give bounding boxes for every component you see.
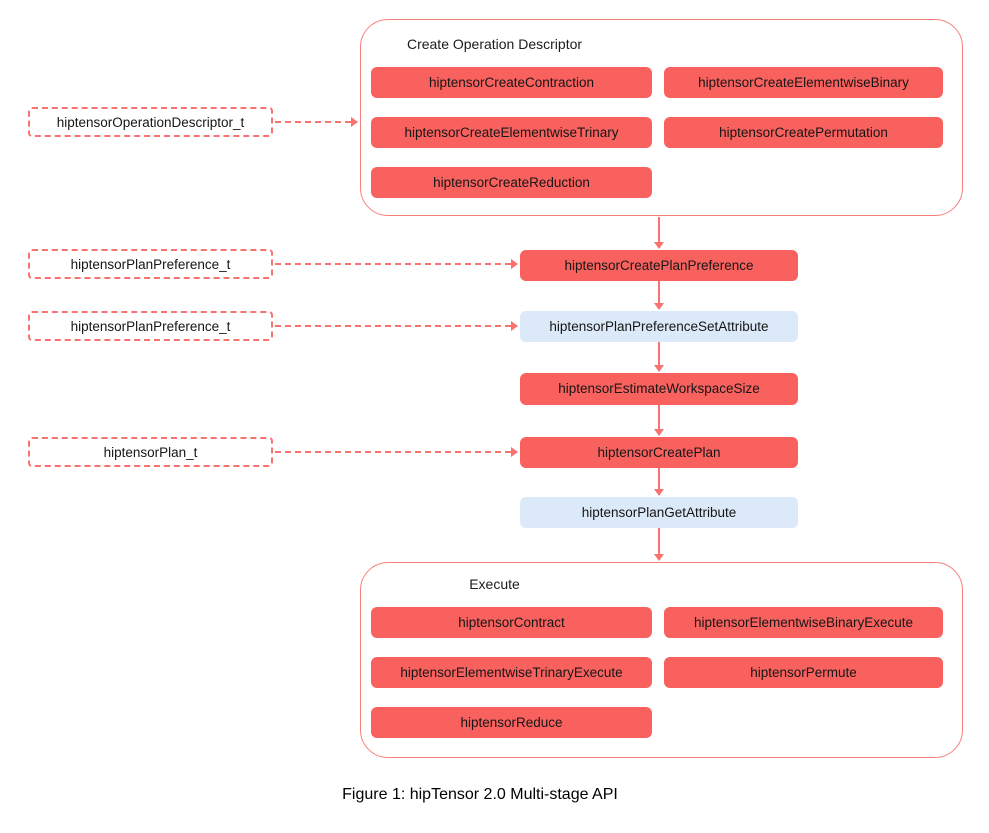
node-hiptensorCreateContraction: hiptensorCreateContraction: [371, 67, 652, 98]
down-arrow-4: [654, 405, 664, 436]
typebox-hiptensorPlanPreference_t-1: hiptensorPlanPreference_t: [28, 249, 273, 279]
node-hiptensorCreatePlan: hiptensorCreatePlan: [520, 437, 798, 468]
create-operation-descriptor-title: Create Operation Descriptor: [406, 36, 583, 52]
node-hiptensorReduce: hiptensorReduce: [371, 707, 652, 738]
dashed-arrow-operation-descriptor: [275, 117, 358, 127]
figure-caption: Figure 1: hipTensor 2.0 Multi-stage API: [342, 786, 618, 803]
node-hiptensorCreateElementwiseTrinary: hiptensorCreateElementwiseTrinary: [371, 117, 652, 148]
node-hiptensorCreateReduction: hiptensorCreateReduction: [371, 167, 652, 198]
node-hiptensorCreatePermutation: hiptensorCreatePermutation: [664, 117, 943, 148]
dashed-arrow-plan: [275, 447, 518, 457]
node-hiptensorPermute: hiptensorPermute: [664, 657, 943, 688]
typebox-hiptensorPlan_t: hiptensorPlan_t: [28, 437, 273, 467]
node-hiptensorContract: hiptensorContract: [371, 607, 652, 638]
node-hiptensorCreateElementwiseBinary: hiptensorCreateElementwiseBinary: [664, 67, 943, 98]
down-arrow-3: [654, 342, 664, 372]
down-arrow-1: [654, 217, 664, 249]
typebox-hiptensorOperationDescriptor_t: hiptensorOperationDescriptor_t: [28, 107, 273, 137]
execute-title: Execute: [469, 576, 520, 592]
node-hiptensorCreatePlanPreference: hiptensorCreatePlanPreference: [520, 250, 798, 281]
dashed-arrow-plan-preference-1: [275, 259, 518, 269]
node-hiptensorPlanPreferenceSetAttribute: hiptensorPlanPreferenceSetAttribute: [520, 311, 798, 342]
node-hiptensorElementwiseTrinaryExecute: hiptensorElementwiseTrinaryExecute: [371, 657, 652, 688]
node-hiptensorPlanGetAttribute: hiptensorPlanGetAttribute: [520, 497, 798, 528]
node-hiptensorElementwiseBinaryExecute: hiptensorElementwiseBinaryExecute: [664, 607, 943, 638]
down-arrow-6: [654, 528, 664, 561]
down-arrow-2: [654, 281, 664, 310]
node-hiptensorEstimateWorkspaceSize: hiptensorEstimateWorkspaceSize: [520, 373, 798, 405]
typebox-hiptensorPlanPreference_t-2: hiptensorPlanPreference_t: [28, 311, 273, 341]
dashed-arrow-plan-preference-2: [275, 321, 518, 331]
down-arrow-5: [654, 468, 664, 496]
